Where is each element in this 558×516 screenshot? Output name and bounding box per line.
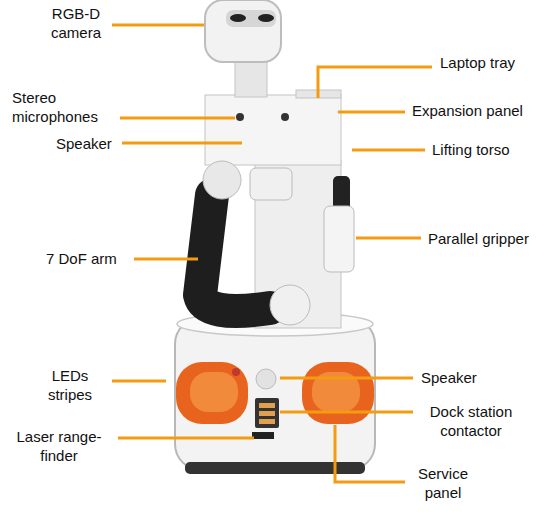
leader-line: [122, 142, 242, 145]
leader-line: [112, 24, 204, 27]
microphone: [281, 113, 289, 121]
part-label: Speaker: [56, 134, 126, 153]
part-label: Lifting torso: [432, 140, 552, 159]
arm-joint: [250, 168, 292, 200]
leader-line: [318, 67, 432, 98]
part-label: 7 DoF arm: [46, 249, 136, 268]
leader-lines: [112, 25, 432, 482]
leader-line: [120, 117, 235, 120]
part-label: Stereo microphones: [12, 88, 112, 126]
camera-lens: [258, 14, 274, 22]
contact-pin: [259, 419, 275, 424]
camera-bar: [226, 10, 276, 27]
contact-pin: [259, 403, 275, 408]
part-label: Service panel: [405, 464, 481, 502]
led-stripe: [302, 362, 374, 424]
camera-lens: [230, 14, 246, 22]
gripper-body: [324, 206, 354, 272]
torso-top: [205, 95, 341, 165]
contact-pin: [259, 411, 275, 416]
wrist: [270, 285, 310, 325]
part-label: Dock station contactor: [412, 402, 530, 440]
leader-line: [352, 149, 425, 152]
base-bumper: [185, 462, 365, 474]
dock-contactor: [255, 398, 279, 428]
part-label: RGB-D camera: [40, 4, 112, 42]
part-label: Laptop tray: [440, 53, 550, 72]
leader-line: [356, 237, 421, 240]
shoulder: [203, 161, 241, 199]
part-label: Parallel gripper: [428, 229, 553, 248]
led-stripe: [176, 362, 248, 424]
speaker-grill: [256, 369, 276, 389]
leader-line: [280, 411, 413, 414]
logo-mark: [232, 368, 240, 376]
led-glow: [190, 372, 238, 412]
leader-line: [280, 377, 413, 380]
leader-line: [134, 258, 198, 261]
laser-slot: [252, 432, 274, 439]
arm: [200, 195, 270, 311]
leader-line: [338, 111, 405, 114]
part-label: Speaker: [421, 368, 501, 387]
microphone: [236, 113, 244, 121]
robot-base: [175, 318, 375, 470]
part-label: Expansion panel: [412, 101, 552, 120]
head: [205, 0, 281, 62]
leader-line: [118, 437, 254, 440]
part-label: LEDs stripes: [32, 366, 108, 404]
leader-line: [112, 380, 166, 383]
leader-line: [335, 425, 405, 482]
part-label: Laser range-finder: [4, 427, 114, 465]
